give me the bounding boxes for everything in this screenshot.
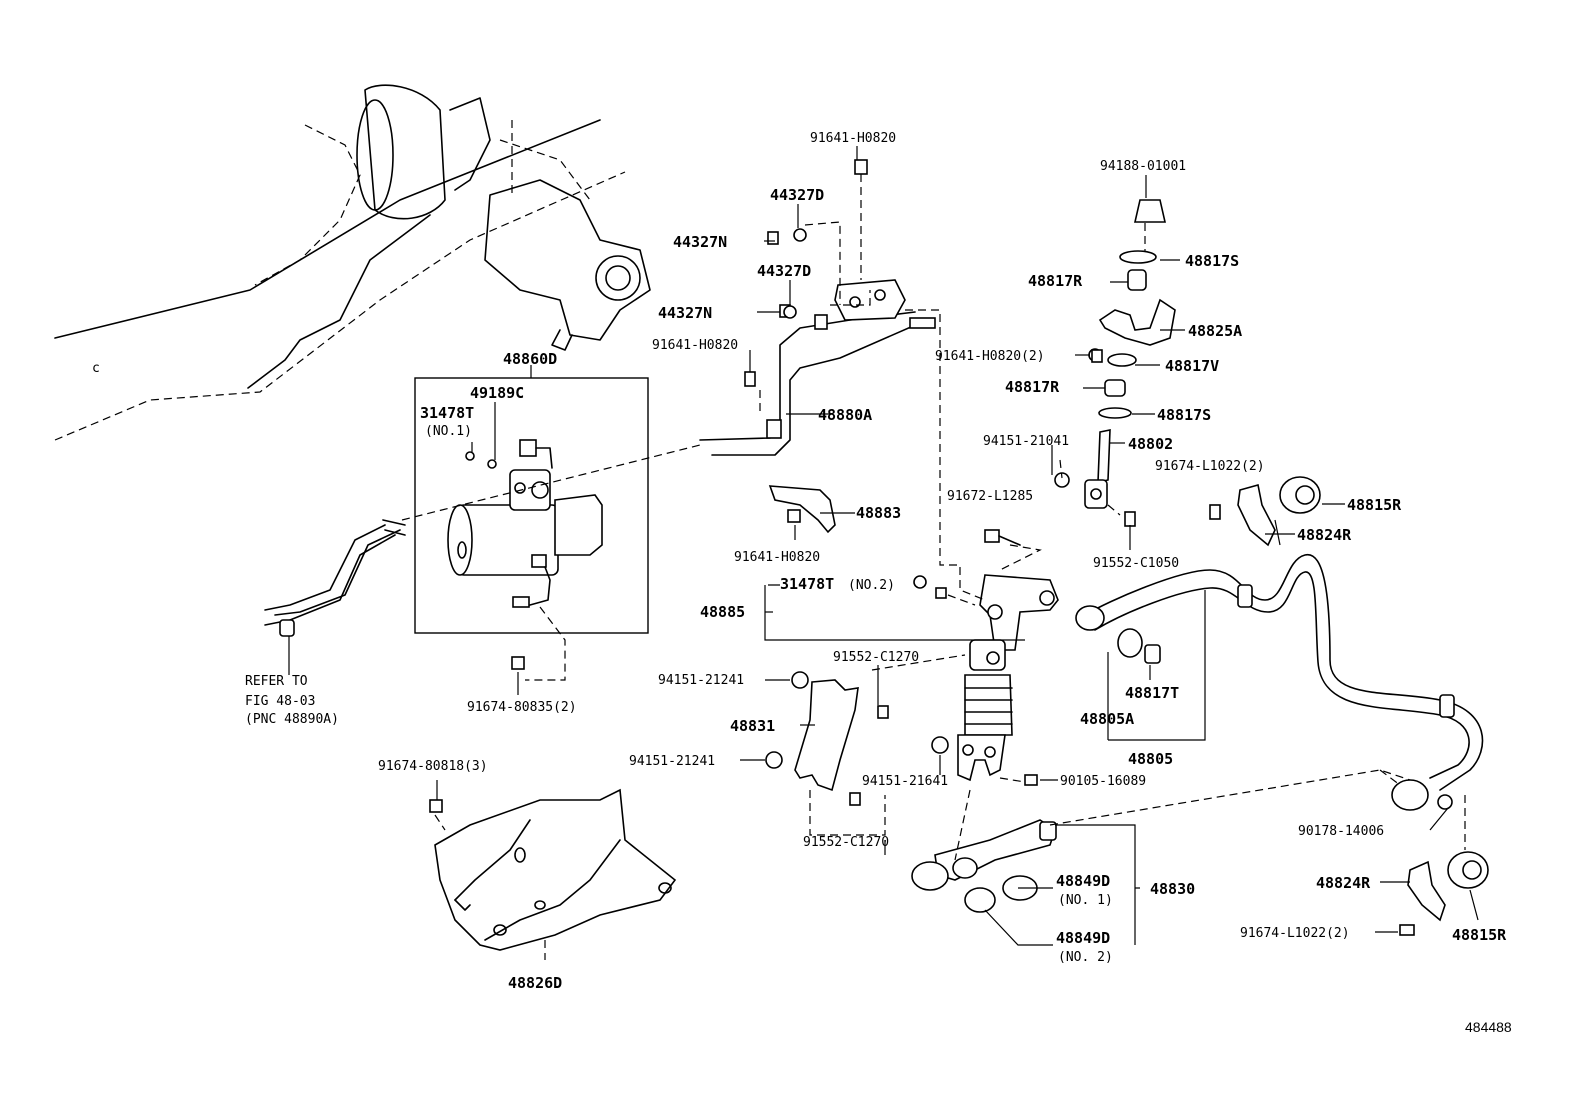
label-94188-01001: 94188-01001 (1100, 159, 1186, 174)
label-48849D-no1-sub: (NO. 1) (1058, 893, 1113, 908)
label-48805: 48805 (1128, 750, 1173, 768)
label-91641-H0820-bot: 91641-H0820 (734, 550, 820, 565)
hydraulic-lines-left (264, 519, 406, 675)
label-48815R-2: 48815R (1452, 926, 1507, 944)
label-48817T: 48817T (1125, 684, 1179, 702)
label-c-mark: c (92, 361, 100, 376)
label-91552-C1270-1: 91552-C1270 (833, 650, 919, 665)
actuator-48885 (957, 574, 1059, 782)
label-48883: 48883 (856, 504, 901, 522)
label-94151-21241-1: 94151-21241 (658, 673, 744, 688)
label-31478T-no2: 31478T (780, 575, 834, 593)
label-48817S-1: 48817S (1185, 252, 1239, 270)
label-91641-H0820-mid: 91641-H0820 (652, 338, 738, 353)
part-labels: 91641-H0820 94188-01001 44327D 44327N 44… (92, 131, 1512, 1035)
label-48825A: 48825A (1188, 322, 1242, 340)
label-90178-14006: 90178-14006 (1298, 824, 1384, 839)
label-44327N-1: 44327N (673, 233, 727, 251)
label-91674-80818: 91674-80818(3) (378, 759, 488, 774)
label-91674-L1022-1: 91674-L1022(2) (1155, 459, 1265, 474)
refer-line-1: REFER TO (245, 674, 308, 689)
leader-lines (436, 146, 1479, 946)
guide-lines (401, 174, 1466, 960)
label-48885: 48885 (700, 603, 745, 621)
pressure-line-48880A (699, 279, 936, 456)
label-48817S-2: 48817S (1157, 406, 1211, 424)
label-48824R-1: 48824R (1297, 526, 1352, 544)
label-31478T-no1-sub: (NO.1) (425, 424, 472, 439)
label-48826D: 48826D (508, 974, 562, 992)
label-90105-16089: 90105-16089 (1060, 774, 1146, 789)
label-49189C: 49189C (470, 384, 524, 402)
label-44327N-2: 44327N (658, 304, 712, 322)
label-91674-L1022-2: 91674-L1022(2) (1240, 926, 1350, 941)
label-91552-C1050: 91552-C1050 (1093, 556, 1179, 571)
label-91641-H0820-top: 91641-H0820 (810, 131, 896, 146)
label-94151-21241-2: 94151-21241 (629, 754, 715, 769)
protector-48826D (434, 788, 677, 951)
label-91674-80835: 91674-80835(2) (467, 700, 577, 715)
label-91641-H0820-2: 91641-H0820(2) (935, 349, 1045, 364)
label-48817R-2: 48817R (1005, 378, 1060, 396)
refer-line-3: (PNC 48890A) (245, 712, 339, 727)
label-48860D: 48860D (503, 350, 557, 368)
height-control-pump (447, 439, 603, 608)
rear-axle-housing (54, 84, 651, 441)
label-48849D-no2: 48849D (1056, 929, 1110, 947)
label-48815R-1: 48815R (1347, 496, 1402, 514)
brackets-upper-right (1209, 476, 1321, 547)
label-91672-L1285: 91672-L1285 (947, 489, 1033, 504)
label-48849D-no1: 48849D (1056, 872, 1110, 890)
label-48849D-no2-sub: (NO. 2) (1058, 950, 1113, 965)
brackets-lower-right (1399, 851, 1489, 936)
label-48817V: 48817V (1165, 357, 1219, 375)
label-94151-21041: 94151-21041 (983, 434, 1069, 449)
bushings-48805 (1117, 628, 1161, 664)
stabilizer-bar (1075, 554, 1484, 811)
fasteners (429, 159, 1136, 813)
label-91552-C1270-2: 91552-C1270 (803, 835, 889, 850)
refer-line-2: FIG 48-03 (245, 694, 315, 709)
label-48805A: 48805A (1080, 710, 1134, 728)
link-48802 (1084, 429, 1111, 509)
label-48824R-2: 48824R (1316, 874, 1371, 892)
label-48830: 48830 (1150, 880, 1195, 898)
lower-arm-48830 (911, 819, 1057, 913)
label-48817R-1: 48817R (1028, 272, 1083, 290)
diagram-id: 484488 (1465, 1019, 1512, 1035)
bracket-48883 (768, 485, 836, 534)
label-48880A: 48880A (818, 406, 872, 424)
label-48831: 48831 (730, 717, 775, 735)
label-94151-21641: 94151-21641 (862, 774, 948, 789)
bracket-48831 (794, 679, 859, 792)
label-44327D-1: 44327D (770, 186, 824, 204)
label-48802: 48802 (1128, 435, 1173, 453)
label-31478T-no2-sub: (NO.2) (848, 578, 895, 593)
link-cushion-stack (1088, 199, 1176, 419)
label-44327D-2: 44327D (757, 262, 811, 280)
label-31478T-no1: 31478T (420, 404, 474, 422)
